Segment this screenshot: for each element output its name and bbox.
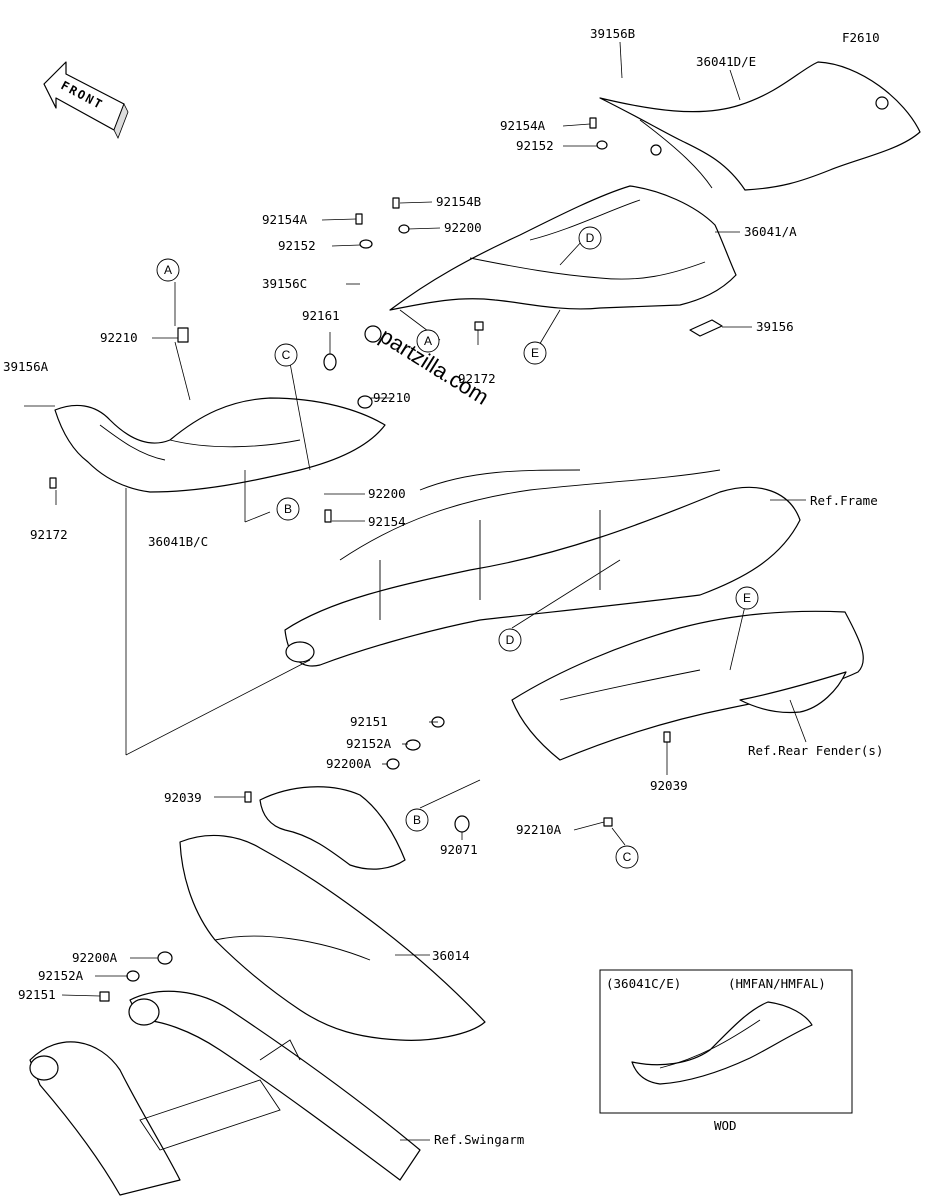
- swingarm-reference: [29, 990, 421, 1196]
- callout-a-left: A: [156, 258, 180, 282]
- label-39156b: 39156B: [590, 26, 635, 41]
- callout-c-left: C: [274, 343, 298, 367]
- label-92151-b: 92151: [18, 987, 56, 1002]
- label-36041a: 36041/A: [744, 224, 797, 239]
- label-92210a: 92210A: [516, 822, 562, 837]
- label-92152a-b: 92152A: [38, 968, 84, 983]
- front-arrow-icon: FRONT: [43, 61, 129, 139]
- label-92154a-mid: 92154A: [262, 212, 308, 227]
- label-92161: 92161: [302, 308, 340, 323]
- label-36041bc: 36041B/C: [148, 534, 208, 549]
- label-92071: 92071: [440, 842, 478, 857]
- rear-fender-reference: [511, 610, 864, 761]
- label-92200-mid: 92200: [444, 220, 482, 235]
- tail-cowl: [364, 185, 737, 343]
- label-92152a-a: 92152A: [346, 736, 392, 751]
- svg-text:E: E: [743, 591, 751, 605]
- label-36014: 36014: [432, 948, 470, 963]
- chain-cover: [179, 786, 486, 1041]
- label-92200a-b: 92200A: [72, 950, 118, 965]
- inset-variant-label: (36041C/E): [606, 976, 681, 991]
- callout-circles: A A B B C C D D E E: [156, 226, 759, 869]
- label-92152-top: 92152: [516, 138, 554, 153]
- label-92200a-a: 92200A: [326, 756, 372, 771]
- figure-code: F2610: [842, 30, 880, 45]
- svg-text:B: B: [413, 813, 421, 827]
- label-92039-left: 92039: [164, 790, 202, 805]
- label-92154a-top: 92154A: [500, 118, 546, 133]
- frame-reference: [284, 469, 801, 667]
- label-39156: 39156: [756, 319, 794, 334]
- callout-a-mid: A: [416, 329, 440, 353]
- hardware-items: [49, 117, 671, 1002]
- callout-b-low: B: [405, 808, 429, 832]
- side-cover-left: [54, 397, 386, 493]
- inset-caption: WOD: [714, 1118, 737, 1133]
- svg-text:A: A: [424, 334, 432, 348]
- label-92172-mid: 92172: [458, 371, 496, 386]
- callout-e-top: E: [523, 341, 547, 365]
- label-92172-left: 92172: [30, 527, 68, 542]
- callout-d-top: D: [578, 226, 602, 250]
- callout-b-left: B: [276, 497, 300, 521]
- label-92151-a: 92151: [350, 714, 388, 729]
- label-92152-mid: 92152: [278, 238, 316, 253]
- callout-d-frame: D: [498, 628, 522, 652]
- label-92200-low: 92200: [368, 486, 406, 501]
- label-ref-swingarm: Ref.Swingarm: [434, 1132, 524, 1147]
- pad-39156: [689, 319, 723, 337]
- side-cover-upper-right: [599, 61, 921, 191]
- label-92210-callout: 92210: [373, 390, 411, 405]
- callout-e-fender: E: [735, 586, 759, 610]
- inset-model-label: (HMFAN/HMFAL): [728, 976, 826, 991]
- label-39156c: 39156C: [262, 276, 307, 291]
- svg-text:D: D: [506, 633, 515, 647]
- variant-inset: (36041C/E) (HMFAN/HMFAL) WOD: [599, 969, 853, 1133]
- reference-labels: Ref.Frame Ref.Rear Fender(s) Ref.Swingar…: [434, 493, 883, 1147]
- svg-text:B: B: [284, 502, 292, 516]
- svg-text:C: C: [282, 348, 291, 362]
- svg-text:D: D: [586, 231, 595, 245]
- label-39156a: 39156A: [3, 359, 49, 374]
- label-36041de: 36041D/E: [696, 54, 756, 69]
- label-92154b: 92154B: [436, 194, 481, 209]
- part-labels: 39156B 36041D/E 92154A 92152 92154B 9220…: [3, 26, 797, 1002]
- leader-lines: [24, 41, 807, 1141]
- svg-text:C: C: [623, 850, 632, 864]
- label-ref-rear-fender: Ref.Rear Fender(s): [748, 743, 883, 758]
- label-92039-right: 92039: [650, 778, 688, 793]
- label-92154: 92154: [368, 514, 406, 529]
- svg-text:A: A: [164, 263, 172, 277]
- callout-c-low: C: [615, 845, 639, 869]
- label-92210: 92210: [100, 330, 138, 345]
- label-ref-frame: Ref.Frame: [810, 493, 878, 508]
- svg-text:E: E: [531, 346, 539, 360]
